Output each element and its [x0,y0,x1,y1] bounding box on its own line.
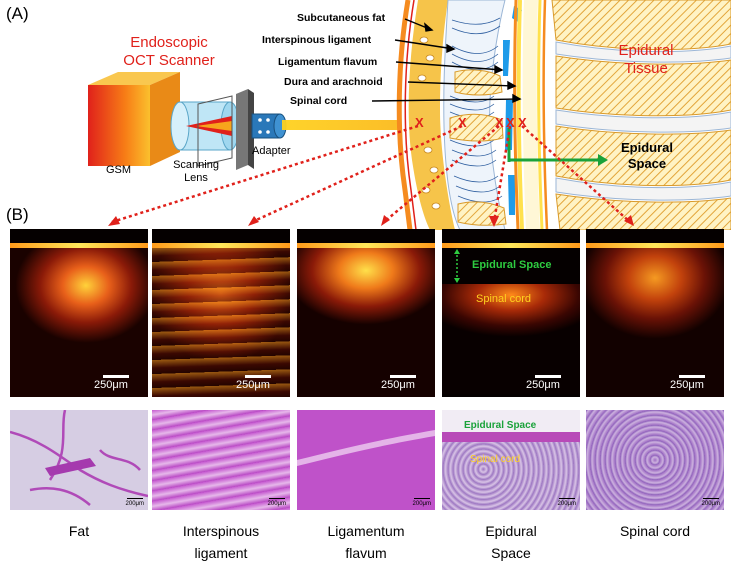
epidural-tissue-title: Epidural Tissue [618,42,674,77]
scanning-lens [170,101,240,151]
scale-label: 250μm [94,379,128,391]
caption-interspinous: Interspinous ligament [182,523,260,561]
caption-cord: Spinal cord [619,523,691,539]
dotted-arrows [108,124,634,227]
marker-cord: X [518,115,527,130]
marker-fat: X [415,115,424,130]
histology-interspinous: 200μm [152,410,290,510]
histo-scale-label: 200μm [412,501,431,507]
panel-b-label: (B) [6,205,29,224]
histo-cord-annotation: Spinal cord [470,454,521,465]
oct-image-interspinous: 250μm [152,229,290,397]
histology-fat: 200μm [10,410,148,510]
label-ligamentum-flavum: Ligamentum flavum [278,56,378,68]
caption-fat: Fat [68,523,90,539]
histo-scale-label: 200μm [701,501,720,507]
scale-label: 250μm [236,379,270,391]
marker-ligament: X [458,115,467,130]
oct-epidural-annotation: Epidural Space [472,259,552,271]
histology-flavum: 200μm [297,410,435,510]
oct-image-flavum: 250μm [297,229,435,397]
label-subcutaneous-fat: Subcutaneous fat [297,12,386,24]
scale-label: 250μm [670,379,704,391]
label-dura-arachnoid: Dura and arachnoid [284,76,383,88]
panel-a-label: (A) [6,4,29,23]
caption-epidural: Epidural Space [485,523,537,561]
label-spinal-cord: Spinal cord [290,95,348,107]
marker-flavum: X [495,115,504,130]
oct-cord-annotation: Spinal cord [476,293,532,305]
epidural-space-title: Epidural Space [620,140,673,171]
gsm-label: GSM [106,164,132,176]
scanner-title: Endoscopic OCT Scanner [123,34,215,69]
oct-image-epidural: Epidural Space Spinal cord 250μm [442,229,580,397]
adapter [236,89,287,170]
label-interspinous-ligament: Interspinous ligament [262,34,372,46]
scale-label: 250μm [381,379,415,391]
histo-scale-label: 200μm [267,501,286,507]
spine-anatomy [396,0,731,230]
scanning-lens-label: Scanning Lens [173,159,219,184]
oct-image-cord: 250μm [586,229,724,397]
adapter-label: Adapter [252,145,291,157]
histology-cord: 200μm [586,410,724,510]
panel-a-diagram [88,0,731,230]
oct-image-fat: 250μm [10,229,148,397]
gsm-box [88,72,180,166]
histology-epidural: Epidural Space Spinal cord 200μm [442,410,580,510]
marker-epidural: X [506,115,515,130]
scale-label: 250μm [526,379,560,391]
histo-scale-label: 200μm [557,501,576,507]
histo-epidural-annotation: Epidural Space [464,420,537,431]
histo-scale-label: 200μm [125,501,144,507]
caption-flavum: Ligamentum flavum [327,523,405,561]
